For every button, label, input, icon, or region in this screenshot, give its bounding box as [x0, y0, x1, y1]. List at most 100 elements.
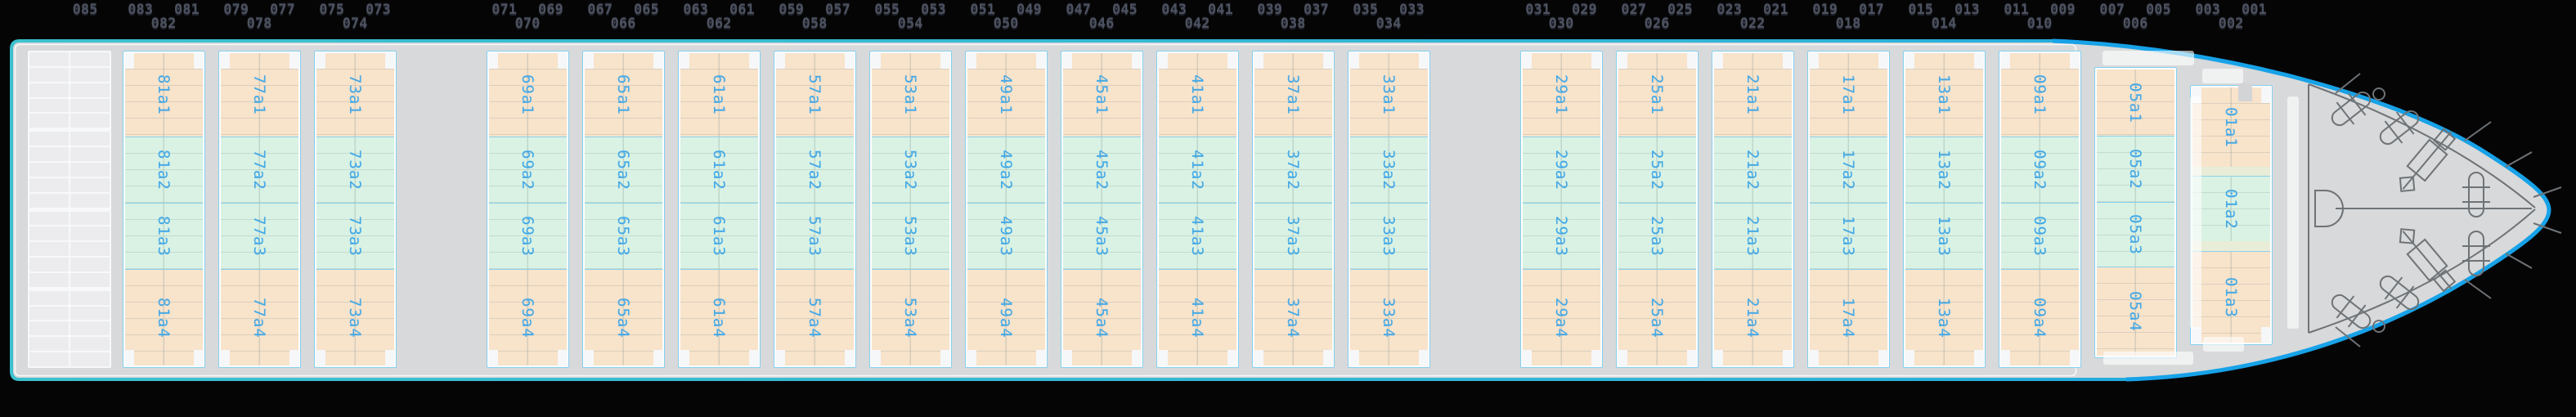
slot-45a3[interactable]: 45a3	[1062, 202, 1141, 269]
slot-25a1[interactable]: 25a1	[1618, 53, 1696, 137]
slot-77a3[interactable]: 77a3	[220, 202, 298, 269]
hatch-corner-notch	[1808, 350, 1819, 366]
slot-25a4[interactable]: 25a4	[1618, 268, 1696, 365]
slot-09a3[interactable]: 09a3	[2000, 202, 2079, 269]
slot-49a3[interactable]: 49a3	[967, 202, 1045, 269]
slot-57a1[interactable]: 57a1	[775, 53, 854, 137]
slot-21a1[interactable]: 21a1	[1713, 53, 1792, 137]
slot-69a1[interactable]: 69a1	[488, 53, 567, 137]
slot-81a2[interactable]: 81a2	[124, 136, 203, 203]
slot-01a2[interactable]: 01a2	[2192, 176, 2270, 242]
slot-81a3[interactable]: 81a3	[124, 202, 203, 269]
slot-37a3[interactable]: 37a3	[1254, 202, 1332, 269]
slot-33a2[interactable]: 33a2	[1349, 136, 1428, 203]
slot-13a1[interactable]: 13a1	[1905, 53, 1983, 137]
slot-05a3[interactable]: 05a3	[2096, 201, 2174, 267]
slot-61a4[interactable]: 61a4	[680, 268, 758, 365]
slot-45a2[interactable]: 45a2	[1062, 136, 1141, 203]
slot-29a4[interactable]: 29a4	[1522, 268, 1600, 365]
slot-label: 05a3	[2126, 213, 2144, 255]
slot-21a3[interactable]: 21a3	[1713, 202, 1792, 269]
slot-17a4[interactable]: 17a4	[1809, 268, 1887, 365]
slot-17a1[interactable]: 17a1	[1809, 53, 1887, 137]
slot-37a1[interactable]: 37a1	[1254, 53, 1332, 137]
slot-09a1[interactable]: 09a1	[2000, 53, 2079, 137]
slot-25a3[interactable]: 25a3	[1618, 202, 1696, 269]
slot-73a1[interactable]: 73a1	[316, 53, 394, 137]
slot-09a4[interactable]: 09a4	[2000, 268, 2079, 365]
slot-13a4[interactable]: 13a4	[1905, 268, 1983, 365]
slot-81a1[interactable]: 81a1	[124, 53, 203, 137]
stern-grid-cell	[29, 98, 69, 113]
slot-69a2[interactable]: 69a2	[488, 136, 567, 203]
slot-41a3[interactable]: 41a3	[1158, 202, 1236, 269]
slot-49a2[interactable]: 49a2	[967, 136, 1045, 203]
slot-33a3[interactable]: 33a3	[1349, 202, 1428, 269]
slot-label: 41a4	[1188, 297, 1206, 339]
slot-41a1[interactable]: 41a1	[1158, 53, 1236, 137]
slot-29a2[interactable]: 29a2	[1522, 136, 1600, 203]
slot-53a1[interactable]: 53a1	[871, 53, 949, 137]
slot-65a3[interactable]: 65a3	[584, 202, 662, 269]
slot-29a3[interactable]: 29a3	[1522, 202, 1600, 269]
slot-73a2[interactable]: 73a2	[316, 136, 394, 203]
slot-53a3[interactable]: 53a3	[871, 202, 949, 269]
slot-41a4[interactable]: 41a4	[1158, 268, 1236, 365]
slot-37a2[interactable]: 37a2	[1254, 136, 1332, 203]
slot-49a4[interactable]: 49a4	[967, 268, 1045, 365]
stern-grid-cell	[29, 52, 69, 66]
slot-73a3[interactable]: 73a3	[316, 202, 394, 269]
slot-61a3[interactable]: 61a3	[680, 202, 758, 269]
slot-05a1[interactable]: 05a1	[2096, 70, 2174, 136]
slot-33a4[interactable]: 33a4	[1349, 268, 1428, 365]
slot-13a3[interactable]: 13a3	[1905, 202, 1983, 269]
slot-label: 73a3	[346, 215, 364, 257]
slot-33a1[interactable]: 33a1	[1349, 53, 1428, 137]
slot-65a2[interactable]: 65a2	[584, 136, 662, 203]
slot-77a2[interactable]: 77a2	[220, 136, 298, 203]
slot-17a2[interactable]: 17a2	[1809, 136, 1887, 203]
slot-41a2[interactable]: 41a2	[1158, 136, 1236, 203]
slot-69a4[interactable]: 69a4	[488, 268, 567, 365]
slot-65a1[interactable]: 65a1	[584, 53, 662, 137]
slot-57a3[interactable]: 57a3	[775, 202, 854, 269]
slot-73a4[interactable]: 73a4	[316, 268, 394, 365]
slot-17a3[interactable]: 17a3	[1809, 202, 1887, 269]
slot-61a2[interactable]: 61a2	[680, 136, 758, 203]
slot-45a1[interactable]: 45a1	[1062, 53, 1141, 137]
hatch-corner-notch	[679, 52, 689, 69]
slot-45a4[interactable]: 45a4	[1062, 268, 1141, 365]
stern-grid-cell	[70, 352, 110, 366]
slot-61a1[interactable]: 61a1	[680, 53, 758, 137]
slot-53a4[interactable]: 53a4	[871, 268, 949, 365]
slot-01a1[interactable]: 01a1	[2192, 87, 2270, 168]
slot-65a4[interactable]: 65a4	[584, 268, 662, 365]
slot-29a1[interactable]: 29a1	[1522, 53, 1600, 137]
slot-57a4[interactable]: 57a4	[775, 268, 854, 365]
slot-09a2[interactable]: 09a2	[2000, 136, 2079, 203]
hatch-corner-notch	[1617, 350, 1627, 366]
slot-77a4[interactable]: 77a4	[220, 268, 298, 365]
slot-25a2[interactable]: 25a2	[1618, 136, 1696, 203]
slot-53a2[interactable]: 53a2	[871, 136, 949, 203]
slot-13a2[interactable]: 13a2	[1905, 136, 1983, 203]
slot-label: 33a4	[1380, 297, 1398, 339]
slot-69a3[interactable]: 69a3	[488, 202, 567, 269]
slot-37a4[interactable]: 37a4	[1254, 268, 1332, 365]
bay-even-number: 058	[801, 16, 828, 32]
slot-77a1[interactable]: 77a1	[220, 53, 298, 137]
slot-05a4[interactable]: 05a4	[2096, 266, 2174, 356]
slot-81a4[interactable]: 81a4	[124, 268, 203, 365]
slot-57a2[interactable]: 57a2	[775, 136, 854, 203]
slot-label: 57a4	[806, 297, 824, 339]
slot-01a3[interactable]: 01a3	[2192, 250, 2270, 343]
slot-05a2[interactable]: 05a2	[2096, 135, 2174, 202]
slot-49a1[interactable]: 49a1	[967, 53, 1045, 137]
slot-21a4[interactable]: 21a4	[1713, 268, 1792, 365]
hatch-corner-notch	[384, 350, 395, 366]
slot-21a2[interactable]: 21a2	[1713, 136, 1792, 203]
